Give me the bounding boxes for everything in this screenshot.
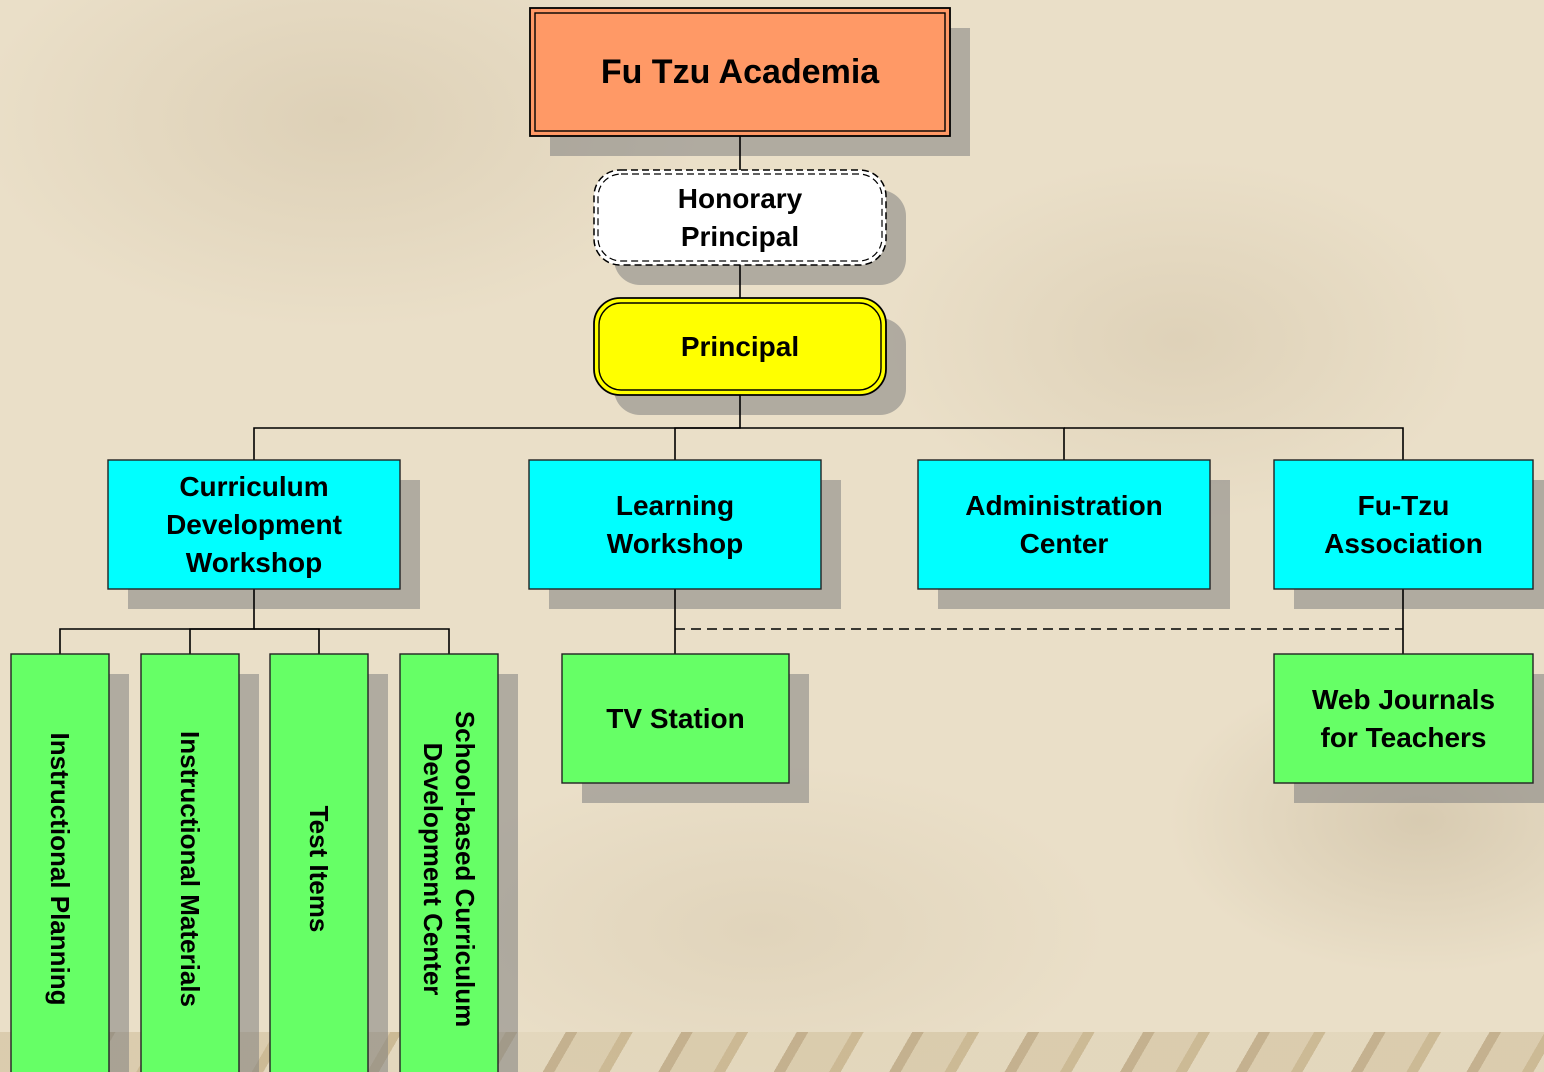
instructional-planning-border <box>10 653 110 1072</box>
principal-label-line: Principal <box>681 331 799 362</box>
learning-workshop-border <box>528 459 822 590</box>
instructional-materials-label-line: Instructional Materials <box>175 731 205 1007</box>
test-items-box: Test Items <box>269 653 369 1072</box>
honorary-principal-label-line: Honorary <box>678 183 803 214</box>
web-journals-for-teachers-label-line: for Teachers <box>1321 722 1487 753</box>
test-items-label-line: Test Items <box>304 806 334 933</box>
principal-box: Principal <box>593 297 887 396</box>
instructional-materials-label-group: Instructional Materials <box>175 731 205 1007</box>
principal-outer-border <box>593 297 887 396</box>
tv-station-box: TV Station <box>561 653 790 784</box>
fu-tzu-academia-label-line: Fu Tzu Academia <box>601 53 880 91</box>
instructional-materials-border <box>140 653 240 1072</box>
connector-principal-to-learning-workshop <box>674 427 740 460</box>
administration-center-label-line: Center <box>1020 528 1109 559</box>
principal-inner-border <box>598 302 882 391</box>
curriculum-development-workshop-border <box>107 459 401 590</box>
test-items-label-group: Test Items <box>304 806 334 933</box>
learning-workshop-label-line: Workshop <box>607 528 743 559</box>
learning-workshop-label-line: Learning <box>616 490 734 521</box>
school-based-curriculum-development-center-border <box>399 653 499 1072</box>
connector-principal-to-administration-center <box>740 427 1065 460</box>
curriculum-development-workshop-label-line: Curriculum <box>179 471 328 502</box>
instructional-materials-box: Instructional Materials <box>140 653 240 1072</box>
tv-station-label-line: TV Station <box>606 703 744 734</box>
connector-principal-to-fu-tzu-association <box>1064 427 1404 460</box>
test-items-border <box>269 653 369 1072</box>
connector-curriculum-development-workshop-to-instructional-planning <box>59 589 255 654</box>
connector-curriculum-development-workshop-to-instructional-materials <box>189 628 254 654</box>
web-journals-for-teachers-border <box>1273 653 1534 784</box>
instructional-planning-label-line: Instructional Planning <box>45 732 75 1005</box>
fu-tzu-academia-box: Fu Tzu Academia <box>529 7 951 137</box>
tv-station-border <box>561 653 790 784</box>
connector-principal-to-curriculum-development-workshop <box>253 395 741 460</box>
connector-curriculum-development-workshop-to-school-based-curriculum-development-center <box>254 628 450 654</box>
fu-tzu-academia-inner-border <box>534 12 946 132</box>
honorary-principal-outer-border <box>593 169 887 266</box>
school-based-curriculum-development-center-label-line: School-based Curriculum <box>450 711 480 1027</box>
instructional-planning-box: Instructional Planning <box>10 653 110 1072</box>
fu-tzu-association-label-line: Association <box>1324 528 1483 559</box>
fu-tzu-academia-outer-border <box>529 7 951 137</box>
administration-center-label-line: Administration <box>965 490 1163 521</box>
administration-center-border <box>917 459 1211 590</box>
curriculum-development-workshop-label-line: Workshop <box>186 547 322 578</box>
web-journals-for-teachers-box: Web Journals for Teachers <box>1273 653 1534 784</box>
web-journals-for-teachers-label-line: Web Journals <box>1312 684 1495 715</box>
connector-curriculum-development-workshop-to-test-items <box>254 628 320 654</box>
honorary-principal-label-line: Principal <box>681 221 799 252</box>
curriculum-development-workshop-label-line: Development <box>166 509 342 540</box>
instructional-planning-label-group: Instructional Planning <box>45 732 75 1005</box>
fu-tzu-association-border <box>1273 459 1534 590</box>
school-based-curriculum-development-center-label-line: Development Center <box>418 743 448 996</box>
fu-tzu-association-label-line: Fu-Tzu <box>1358 490 1450 521</box>
